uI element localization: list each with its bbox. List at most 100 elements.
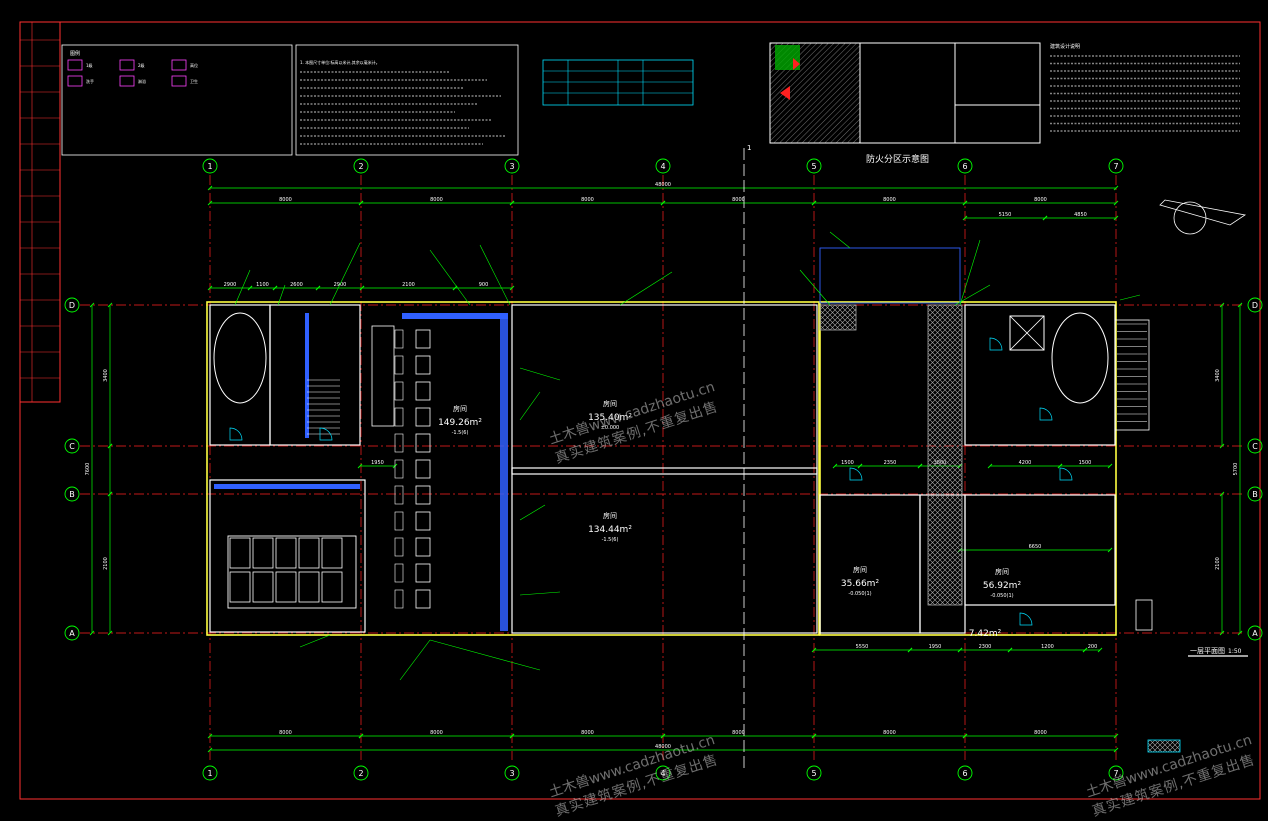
dimension-tick bbox=[1219, 302, 1225, 308]
leader-line bbox=[329, 242, 361, 306]
axis-bubble-label: 3 bbox=[509, 769, 514, 778]
axis-bubble bbox=[1108, 158, 1124, 174]
dimension-label: 5150 bbox=[999, 212, 1012, 218]
equipment-unit bbox=[415, 537, 431, 557]
dimension-tick bbox=[272, 285, 278, 291]
axis-bubble-label: 4 bbox=[660, 162, 665, 171]
dimension-tick bbox=[107, 491, 113, 497]
dimension-label: 2100 bbox=[402, 282, 415, 288]
locker-stall bbox=[229, 537, 251, 569]
room-area: 149.26m² bbox=[438, 418, 482, 428]
axis-bubble-label: 6 bbox=[962, 162, 967, 171]
legend-symbol-icon bbox=[119, 59, 135, 71]
leader-line bbox=[519, 367, 561, 381]
dimension-tick bbox=[907, 647, 913, 653]
dimension-tick bbox=[1042, 215, 1048, 221]
fire-zone-title: 防火分区示意图 bbox=[866, 153, 929, 165]
dimension-tick bbox=[1113, 215, 1119, 221]
shaft-hatch bbox=[927, 304, 963, 606]
room-level: -1.5(6) bbox=[602, 537, 619, 543]
dimension-tick bbox=[1237, 630, 1243, 636]
dimension-tick bbox=[1107, 547, 1113, 553]
axis-bubble bbox=[504, 765, 520, 781]
dimension-label: 2350 bbox=[884, 460, 897, 466]
legend-item-label: 1级 bbox=[86, 62, 93, 68]
dimension-label: 2600 bbox=[290, 282, 303, 288]
dimension-tick bbox=[207, 747, 213, 753]
elevator-cross bbox=[1009, 315, 1045, 351]
locker-stall bbox=[275, 571, 297, 603]
dimension-tick bbox=[987, 463, 993, 469]
equipment-unit bbox=[415, 433, 431, 453]
room-area: 56.92m² bbox=[983, 581, 1022, 591]
pipe-run bbox=[500, 313, 508, 631]
leader-line bbox=[829, 231, 851, 249]
locker-stall bbox=[298, 537, 320, 569]
axis-bubble bbox=[64, 486, 80, 502]
dimension-label: 200 bbox=[1088, 644, 1098, 650]
dimension-label: 4200 bbox=[1019, 460, 1032, 466]
axis-bubble bbox=[64, 297, 80, 313]
dimension-tick bbox=[1107, 463, 1113, 469]
cabinet bbox=[371, 325, 395, 427]
leader-line bbox=[234, 269, 251, 306]
canopy-outline bbox=[819, 247, 961, 304]
title-strip bbox=[19, 21, 61, 403]
dimension-label: 8000 bbox=[430, 197, 443, 203]
equipment-unit bbox=[394, 459, 404, 479]
elevator-shaft bbox=[1009, 315, 1045, 351]
legend-item-label: 高位 bbox=[190, 62, 198, 68]
legend-header: 图例 bbox=[70, 50, 80, 57]
dimension-tick bbox=[1082, 647, 1088, 653]
ramp bbox=[1135, 599, 1153, 631]
axis-bubble-label: 1 bbox=[207, 162, 212, 171]
wall bbox=[964, 494, 1116, 606]
dimension-tick bbox=[247, 285, 253, 291]
equipment-unit bbox=[394, 485, 404, 505]
dimension-tick bbox=[1057, 463, 1063, 469]
leader-line bbox=[519, 391, 541, 421]
dimension-label: 1200 bbox=[1041, 644, 1054, 650]
dimension-tick bbox=[811, 733, 817, 739]
notes-right-title: 建筑设计说明 bbox=[1050, 43, 1080, 50]
room-level: -0.050(1) bbox=[990, 593, 1013, 599]
locker-stall bbox=[298, 571, 320, 603]
dimension-label: 2900 bbox=[224, 282, 237, 288]
dimension-label: 5700 bbox=[1233, 463, 1239, 476]
locker-stall bbox=[321, 571, 343, 603]
legend-item-label: 卫生 bbox=[190, 78, 198, 84]
dimension-label: 1950 bbox=[371, 460, 384, 466]
axis-bubble bbox=[957, 765, 973, 781]
equipment-unit bbox=[394, 329, 404, 349]
sheet-title: 一层平面图 1:50 bbox=[1188, 647, 1248, 657]
equipment-unit bbox=[415, 407, 431, 427]
dimension-tick bbox=[207, 285, 213, 291]
room-name: 房间 bbox=[853, 565, 867, 574]
axis-bubble-label: 5 bbox=[811, 769, 816, 778]
axis-bubble bbox=[957, 158, 973, 174]
dimension-label: 8000 bbox=[581, 730, 594, 736]
locker-stall bbox=[321, 537, 343, 569]
dimension-tick bbox=[207, 200, 213, 206]
dimension-label: 3400 bbox=[103, 369, 109, 382]
exterior-stair bbox=[1114, 319, 1150, 431]
dimension-tick bbox=[315, 285, 321, 291]
leader-line bbox=[299, 634, 331, 648]
dimension-label: 8000 bbox=[732, 197, 745, 203]
dimension-label: 5550 bbox=[856, 644, 869, 650]
dimension-tick bbox=[660, 200, 666, 206]
axis-bubble-label: 6 bbox=[962, 769, 967, 778]
dimension-tick bbox=[962, 200, 968, 206]
notes-center-line: 1. 本图尺寸单位:标高以米计,其余以毫米计。 bbox=[300, 59, 380, 65]
dimension-label: 8000 bbox=[430, 730, 443, 736]
dimension-tick bbox=[89, 302, 95, 308]
north-arrow bbox=[1159, 199, 1247, 226]
dimension-label: 8000 bbox=[279, 197, 292, 203]
door-swing bbox=[849, 467, 863, 481]
equipment-unit bbox=[415, 329, 431, 349]
